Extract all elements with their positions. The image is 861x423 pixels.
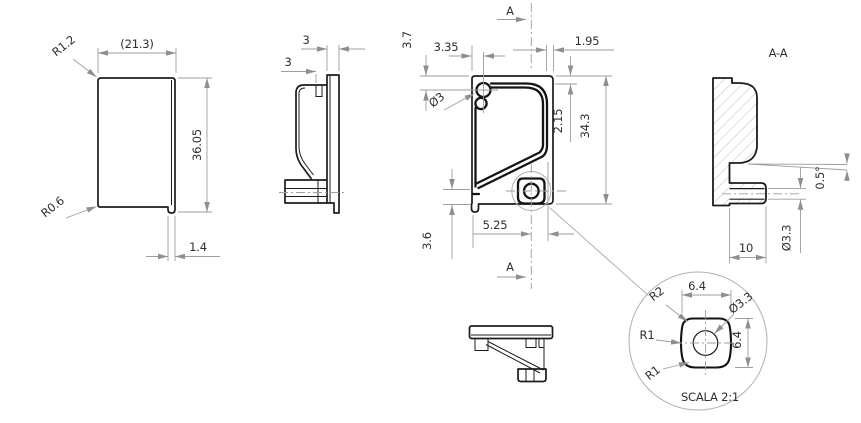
detail-boundary-circle <box>628 271 768 411</box>
main-height-label: 34.3 <box>578 114 592 139</box>
section-bore-dia-label: Ø3.3 <box>780 225 794 252</box>
main-hole-dia-label: Ø3 <box>426 89 447 110</box>
bottom-left-tab <box>474 338 489 351</box>
front-radius-top-label: R1.2 <box>49 32 78 59</box>
main-hole-depth-label: 3.7 <box>400 31 414 49</box>
section-label: A-A <box>769 46 788 60</box>
side-notch <box>315 85 323 97</box>
front-tab-label: 1.4 <box>189 240 207 254</box>
side-body-outline <box>295 84 327 180</box>
side-offset-label: 3 <box>284 55 291 69</box>
bottom-view <box>468 325 554 383</box>
detail-view: 6.4 6.4 Ø3.3 R2 R1 R1 SCALA 2:1 <box>628 271 768 411</box>
section-marker-bottom: A <box>506 260 514 274</box>
section-marker-top: A <box>506 4 514 18</box>
main-hole-offset-label: 3.35 <box>434 40 459 54</box>
front-dim-lines <box>65 48 220 261</box>
section-bore-lines <box>729 188 765 200</box>
detail-hole-dia-label: Ø3.3 <box>726 289 756 316</box>
main-boss-offset-label: 5.25 <box>483 218 508 232</box>
main-outline <box>470 75 554 213</box>
main-top-wall-label: 2.15 <box>551 109 565 134</box>
detail-height-label: 6.4 <box>730 331 744 349</box>
section-outline <box>712 77 767 207</box>
side-view: 3 3 <box>279 33 365 214</box>
main-boss <box>516 177 546 205</box>
detail-centerlines <box>673 310 739 376</box>
main-dim-lines <box>423 16 614 280</box>
front-outline <box>97 77 176 214</box>
main-centerlines <box>420 3 567 289</box>
main-left-wall <box>471 106 481 196</box>
front-radius-bottom-label: R0.6 <box>38 193 67 220</box>
main-rim-inner <box>475 86 545 185</box>
front-view: (21.3) 36.05 1.4 R1.2 R0.6 <box>38 32 220 261</box>
section-dim-lines <box>729 153 850 263</box>
detail-boss-outline <box>679 317 733 369</box>
bottom-mid-tab <box>525 338 537 348</box>
detail-r1-bottom-label: R1 <box>642 363 662 383</box>
detail-width-label: 6.4 <box>688 279 706 293</box>
section-draft-label: 0.5° <box>813 166 827 189</box>
side-body-inner <box>298 87 314 176</box>
bottom-boss <box>517 368 547 383</box>
side-dim-lines <box>281 45 365 83</box>
detail-leader <box>549 207 649 296</box>
side-boss <box>284 179 327 204</box>
main-foot-label: 3.6 <box>420 232 434 250</box>
detail-r1-side-label: R1 <box>640 328 655 342</box>
section-aa-view: A-A 0.5° Ø3.3 10 <box>712 46 850 263</box>
detail-scale-label: SCALA 2:1 <box>681 390 739 404</box>
bottom-boss-bore <box>525 369 535 382</box>
main-bump <box>474 96 488 111</box>
detail-dim-lines <box>655 290 753 370</box>
main-right-wall-label: 1.95 <box>575 34 600 48</box>
section-boss-length-label: 10 <box>739 241 753 255</box>
side-boss-bore <box>285 180 327 203</box>
main-view: 3.7 3.35 1.95 Ø3 2.15 34.3 5.25 3.6 A A <box>400 3 649 296</box>
bottom-right-edge <box>538 338 545 370</box>
side-thickness-label: 3 <box>302 33 309 47</box>
bottom-bar <box>468 325 554 340</box>
front-height-label: 36.05 <box>190 129 204 161</box>
main-rim-outer <box>477 82 549 190</box>
front-width-label: (21.3) <box>120 37 153 51</box>
detail-r2-label: R2 <box>646 284 666 304</box>
